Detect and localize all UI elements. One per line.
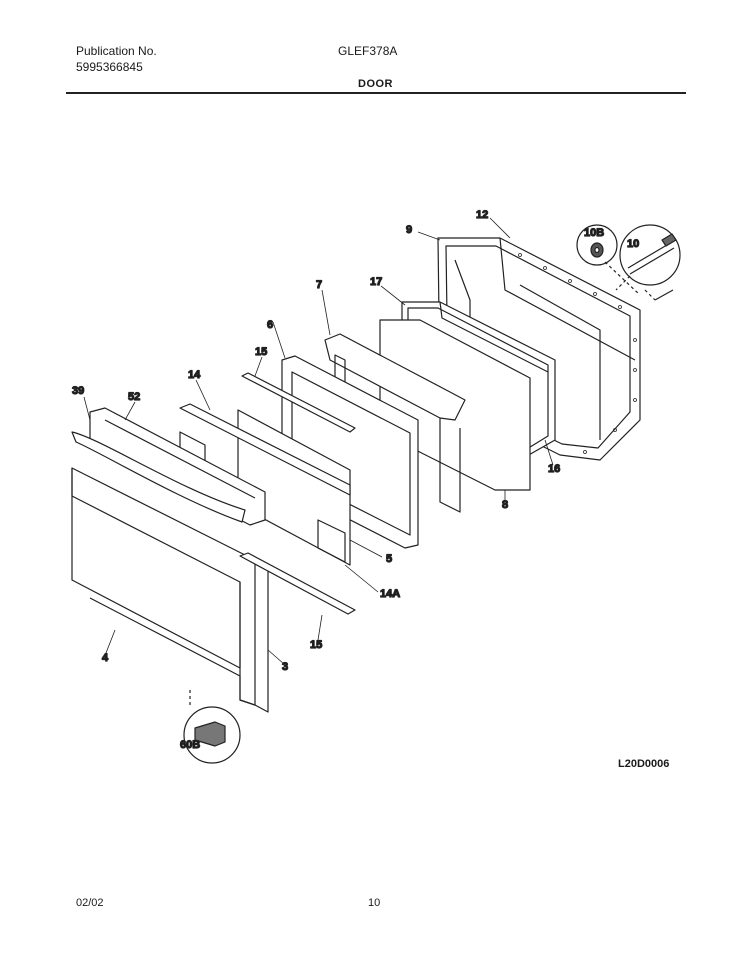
callout-10: 10 [627,238,639,250]
publication-number: 5995366845 [76,60,143,74]
callout-3: 3 [282,661,288,673]
part-10b-detail [576,224,641,296]
callout-12: 12 [476,209,488,221]
callout-52: 52 [128,391,140,403]
callout-14: 14 [188,369,201,381]
callout-17: 17 [370,276,382,288]
callout-15-lower: 15 [310,639,322,651]
callout-7: 7 [316,279,322,291]
callout-16: 16 [548,463,560,475]
upper-trim-strip [241,372,356,433]
callout-15-upper: 15 [255,346,267,358]
leader-lines [83,217,554,665]
callout-5: 5 [386,553,392,565]
section-title: DOOR [358,78,393,90]
callout-39: 39 [72,385,84,397]
page-number: 10 [368,897,381,909]
callout-60b: 60B [180,739,200,751]
footer-date: 02/02 [76,897,104,909]
part-10-detail [615,224,681,301]
callout-10b: 10B [584,227,604,239]
drawing-code: L20D0006 [618,758,670,770]
part-60b-detail [183,690,241,764]
callout-8: 8 [502,499,508,511]
callout-9: 9 [406,224,412,236]
callout-4: 4 [102,652,109,664]
lower-trim-strip [239,552,356,615]
header-rule [66,92,686,94]
publication-label: Publication No. [76,44,157,58]
callout-6: 6 [267,319,273,331]
door-inner-panel [324,333,466,513]
door-handle [71,431,246,523]
callout-14a: 14A [380,588,400,600]
model-number: GLEF378A [338,44,398,58]
